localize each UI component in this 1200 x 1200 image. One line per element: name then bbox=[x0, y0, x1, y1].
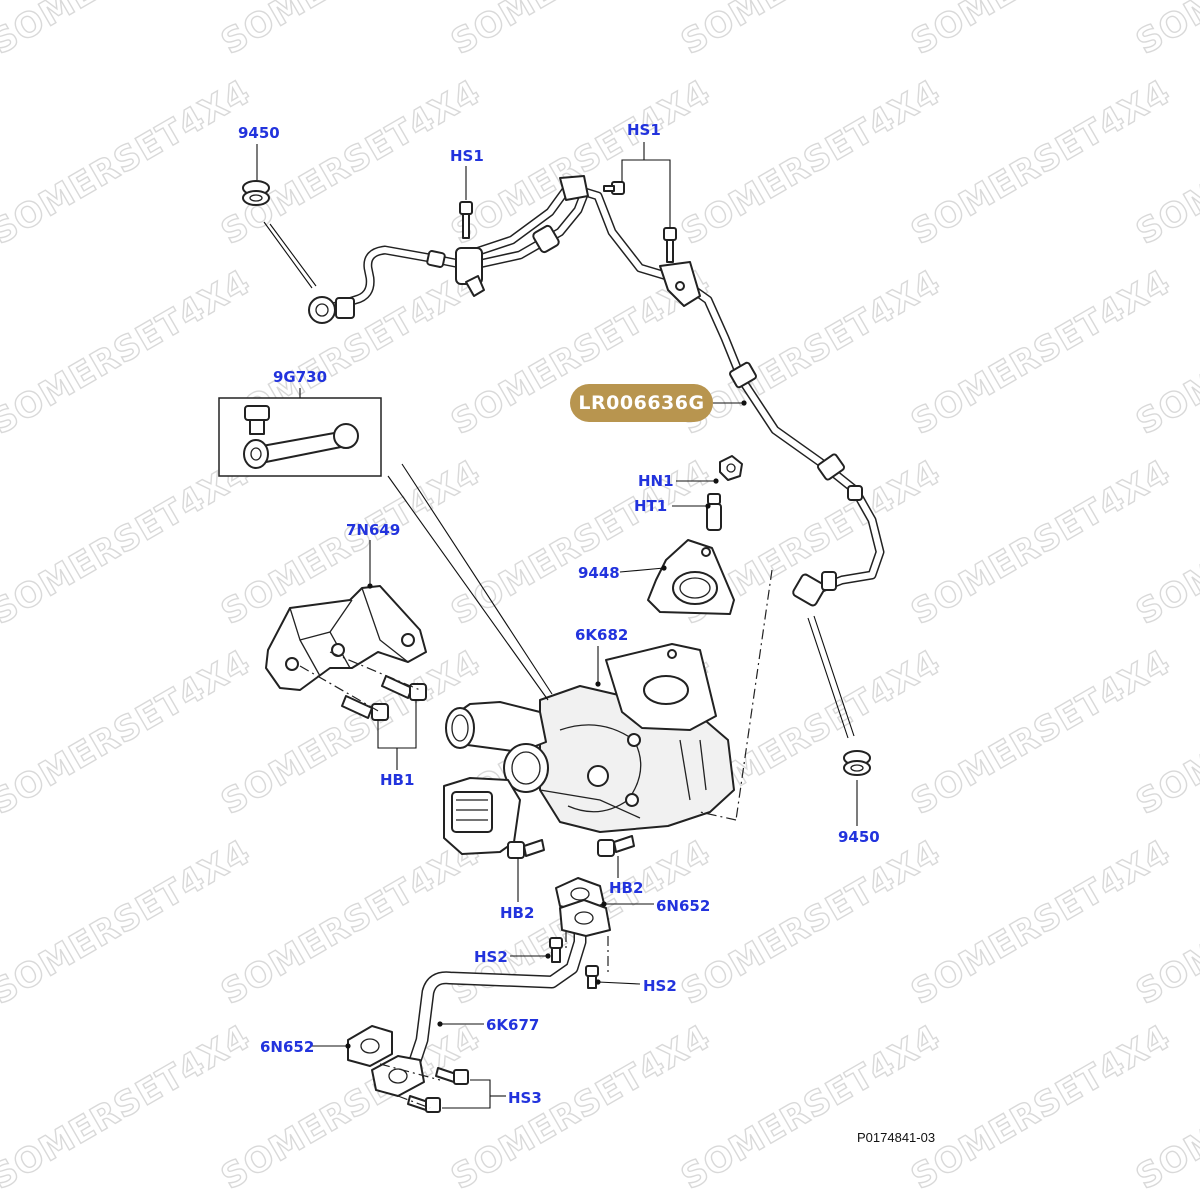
ht1-stud[interactable] bbox=[706, 493, 722, 531]
callout-9450-bottom[interactable]: 9450 bbox=[838, 828, 880, 846]
watermark: SOMERSET4X4 bbox=[215, 72, 488, 253]
callout-hs1-right[interactable]: HS1 bbox=[627, 121, 661, 139]
watermark: SOMERSET4X4 bbox=[1130, 0, 1200, 63]
return-flange-upper[interactable] bbox=[559, 899, 611, 937]
copper-washer-bottom[interactable] bbox=[843, 750, 871, 776]
exhaust-gasket-9448[interactable] bbox=[647, 539, 735, 615]
turbo-support-bracket[interactable] bbox=[265, 585, 427, 691]
hb1-bolt-lower[interactable] bbox=[341, 695, 389, 721]
hb2-bolt-left[interactable] bbox=[507, 839, 545, 859]
callout-6n652-upper[interactable]: 6N652 bbox=[656, 897, 710, 915]
hs3-bolt-lower[interactable] bbox=[407, 1095, 441, 1113]
oil-feed-pipe[interactable] bbox=[308, 175, 885, 607]
turbocharger-6k682[interactable] bbox=[443, 643, 735, 855]
callout-hn1[interactable]: HN1 bbox=[638, 472, 674, 490]
callout-6n652-lower[interactable]: 6N652 bbox=[260, 1038, 314, 1056]
hn1-nut[interactable] bbox=[719, 455, 743, 481]
watermark: SOMERSET4X4 bbox=[675, 832, 948, 1013]
hs1-bolt-upper[interactable] bbox=[603, 181, 625, 195]
part-number-badge[interactable]: LR006636G bbox=[570, 384, 713, 422]
callout-hs3[interactable]: HS3 bbox=[508, 1089, 542, 1107]
watermark: SOMERSET4X4 bbox=[675, 72, 948, 253]
watermark: SOMERSET4X4 bbox=[675, 1017, 948, 1198]
hb1-bolt-upper[interactable] bbox=[381, 675, 427, 701]
hb2-bolt-right[interactable] bbox=[597, 835, 635, 857]
watermark: SOMERSET4X4 bbox=[215, 832, 488, 1013]
callout-hs2-left[interactable]: HS2 bbox=[474, 948, 508, 966]
callout-9448[interactable]: 9448 bbox=[578, 564, 620, 582]
callout-ht1[interactable]: HT1 bbox=[634, 497, 667, 515]
callout-hs1-left[interactable]: HS1 bbox=[450, 147, 484, 165]
callout-7n649[interactable]: 7N649 bbox=[346, 521, 400, 539]
callout-hb2-right[interactable]: HB2 bbox=[609, 879, 643, 897]
callout-hb1[interactable]: HB1 bbox=[380, 771, 414, 789]
hs2-bolt-left[interactable] bbox=[549, 937, 563, 963]
callout-9g730[interactable]: 9G730 bbox=[273, 368, 327, 386]
callout-hs2-right[interactable]: HS2 bbox=[643, 977, 677, 995]
watermark: SOMERSET4X4 bbox=[675, 262, 948, 443]
copper-washer-top[interactable] bbox=[242, 180, 270, 206]
callout-6k682[interactable]: 6K682 bbox=[575, 626, 628, 644]
leader-lines bbox=[256, 142, 858, 1109]
callout-labels: 9450 HS1 HS1 9G730 7N649 HN1 HT1 9448 6K… bbox=[238, 121, 880, 1107]
callout-6k677[interactable]: 6K677 bbox=[486, 1016, 539, 1034]
hs3-bolt-upper[interactable] bbox=[435, 1067, 469, 1085]
return-gasket-lower[interactable] bbox=[347, 1025, 393, 1067]
hs1-bolt-lower[interactable] bbox=[663, 227, 677, 263]
adapter-kit-box[interactable] bbox=[218, 397, 382, 477]
oil-return-pipe[interactable] bbox=[387, 905, 587, 1087]
hs2-bolt-right[interactable] bbox=[585, 965, 599, 989]
watermark: SOMERSET4X4 bbox=[445, 72, 718, 253]
return-flange-lower[interactable] bbox=[371, 1055, 425, 1097]
diagram-reference-code: P0174841-03 bbox=[857, 1130, 936, 1145]
alignment-lines bbox=[299, 569, 773, 1109]
callout-hb2-left[interactable]: HB2 bbox=[500, 904, 534, 922]
hs1-bolt-center[interactable] bbox=[459, 201, 473, 239]
callout-9450-top[interactable]: 9450 bbox=[238, 124, 280, 142]
leader-dots bbox=[345, 400, 747, 1049]
